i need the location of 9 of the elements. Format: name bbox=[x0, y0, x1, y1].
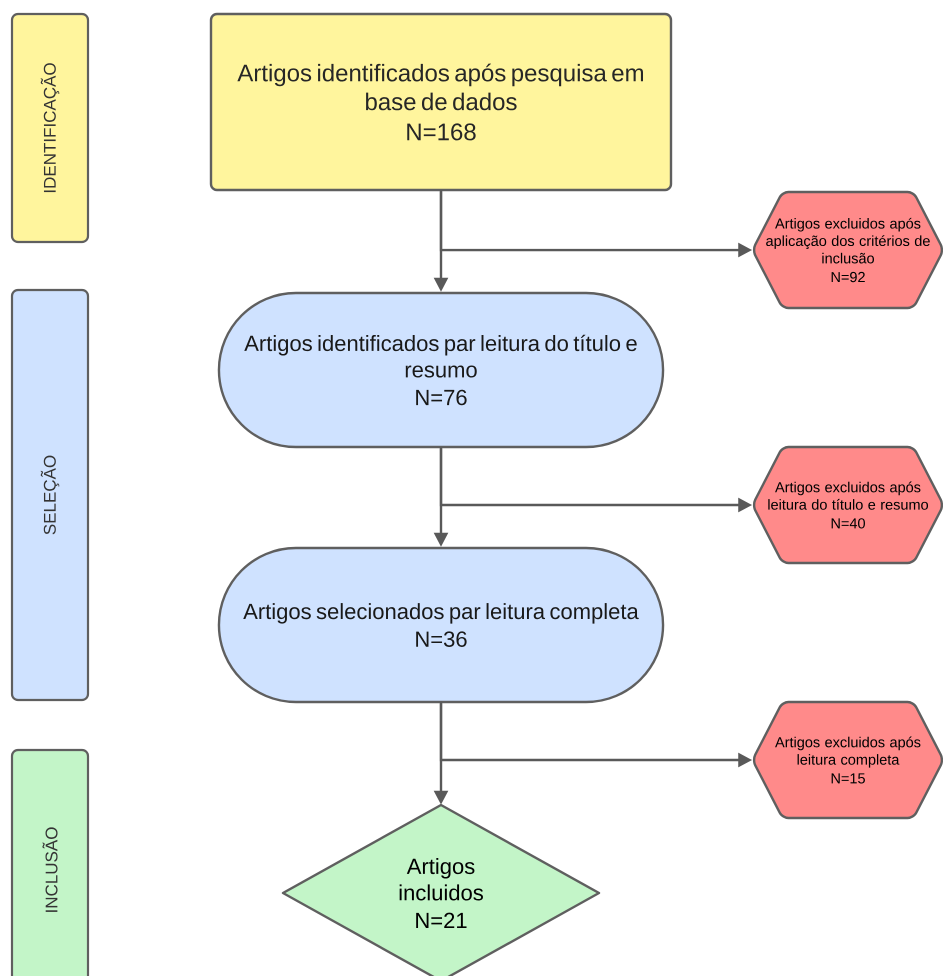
process-pill: Artigos selecionados par leitura completa N=36 bbox=[218, 546, 664, 704]
phase-band: IDENTIFICAÇÃO bbox=[10, 12, 90, 244]
exclusion-hexagon: Artigos excluidos após aplicação dos critérios de inclusão N=92 bbox=[752, 190, 943, 310]
phase-band: INCLUSÃO bbox=[10, 748, 90, 976]
phase-band: SELEÇÃO bbox=[10, 288, 90, 702]
exclusion-hexagon: Artigos excluidos após leitura do título e resumo N=40 bbox=[752, 446, 943, 564]
process-pill: Artigos identificados par leitura do título e resumo N=76 bbox=[218, 292, 664, 448]
process-box: Artigos identificados após pesquisa em base de dados N=168 bbox=[210, 12, 672, 192]
exclusion-hexagon: Artigos excluidos após leitura completa N=15 bbox=[752, 700, 943, 820]
